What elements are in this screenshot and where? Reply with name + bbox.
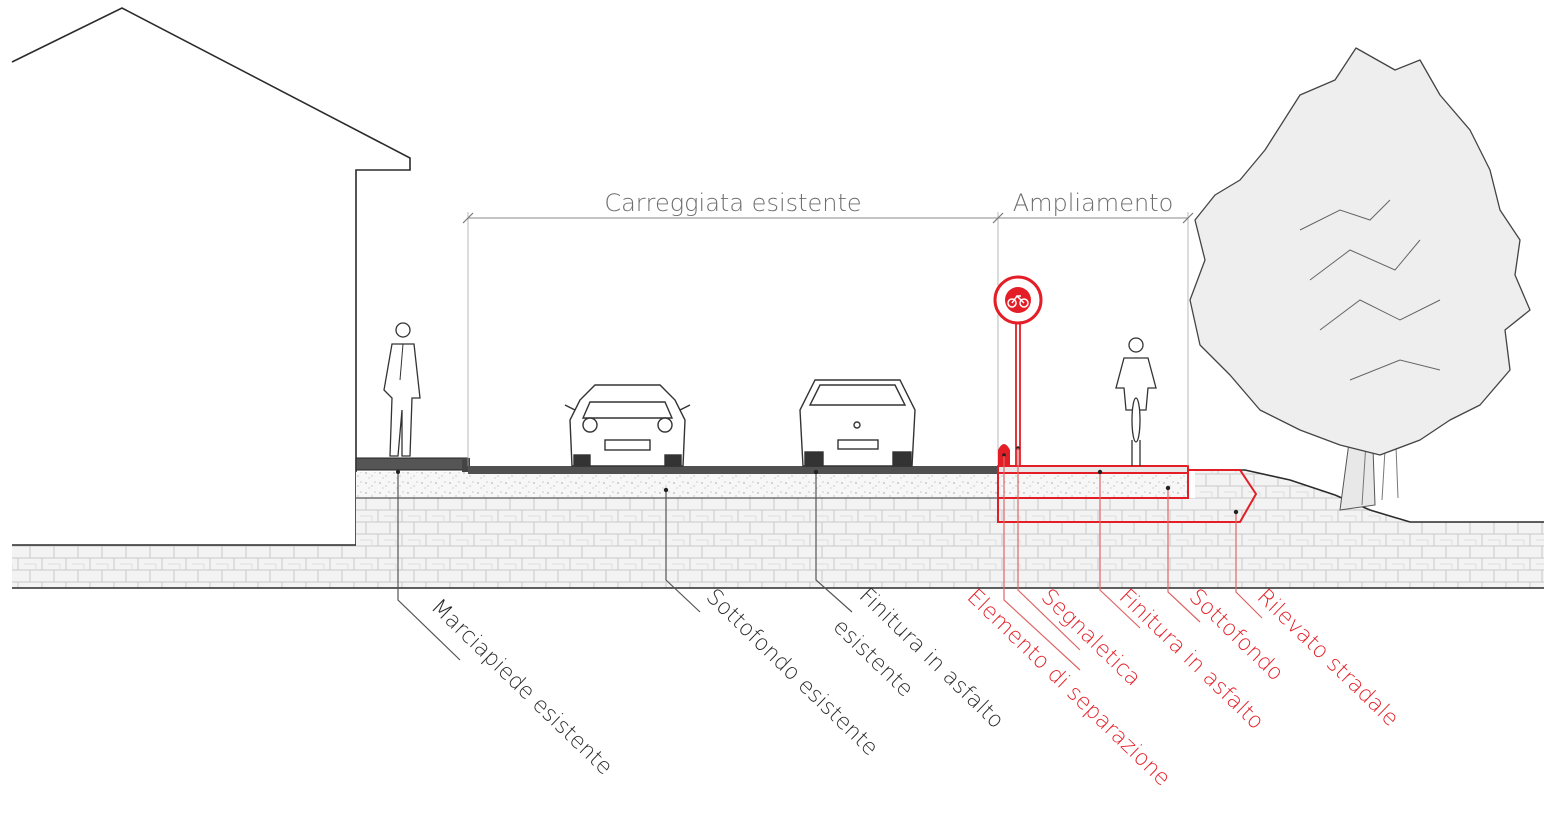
dimension-widening: Ampliamento (1013, 189, 1174, 217)
ground-soil (12, 469, 1544, 589)
car-rear (799, 379, 916, 467)
subbase-existing-layer (356, 472, 1188, 499)
sidewalk (355, 457, 470, 472)
bicycle-sign-icon (993, 275, 1043, 467)
leader-lines-existing (396, 469, 853, 661)
leader-lines-new (1003, 448, 1263, 671)
tree-illustration (1189, 47, 1531, 511)
dimension-existing-carriageway: Carreggiata esistente (604, 189, 861, 217)
cyclist-figure (1115, 337, 1157, 466)
pedestrian-figure (383, 322, 421, 457)
house-outline (11, 7, 411, 545)
car-front (564, 384, 691, 467)
label-sidewalk-existing: Marciapiede esistente (426, 594, 617, 780)
label-subbase-existing: Sottofondo esistente (701, 584, 883, 761)
widening-new-works (997, 465, 1258, 523)
separator-element (998, 444, 1010, 466)
dimension-lines (462, 212, 1194, 466)
asphalt-existing-layer (468, 466, 998, 474)
